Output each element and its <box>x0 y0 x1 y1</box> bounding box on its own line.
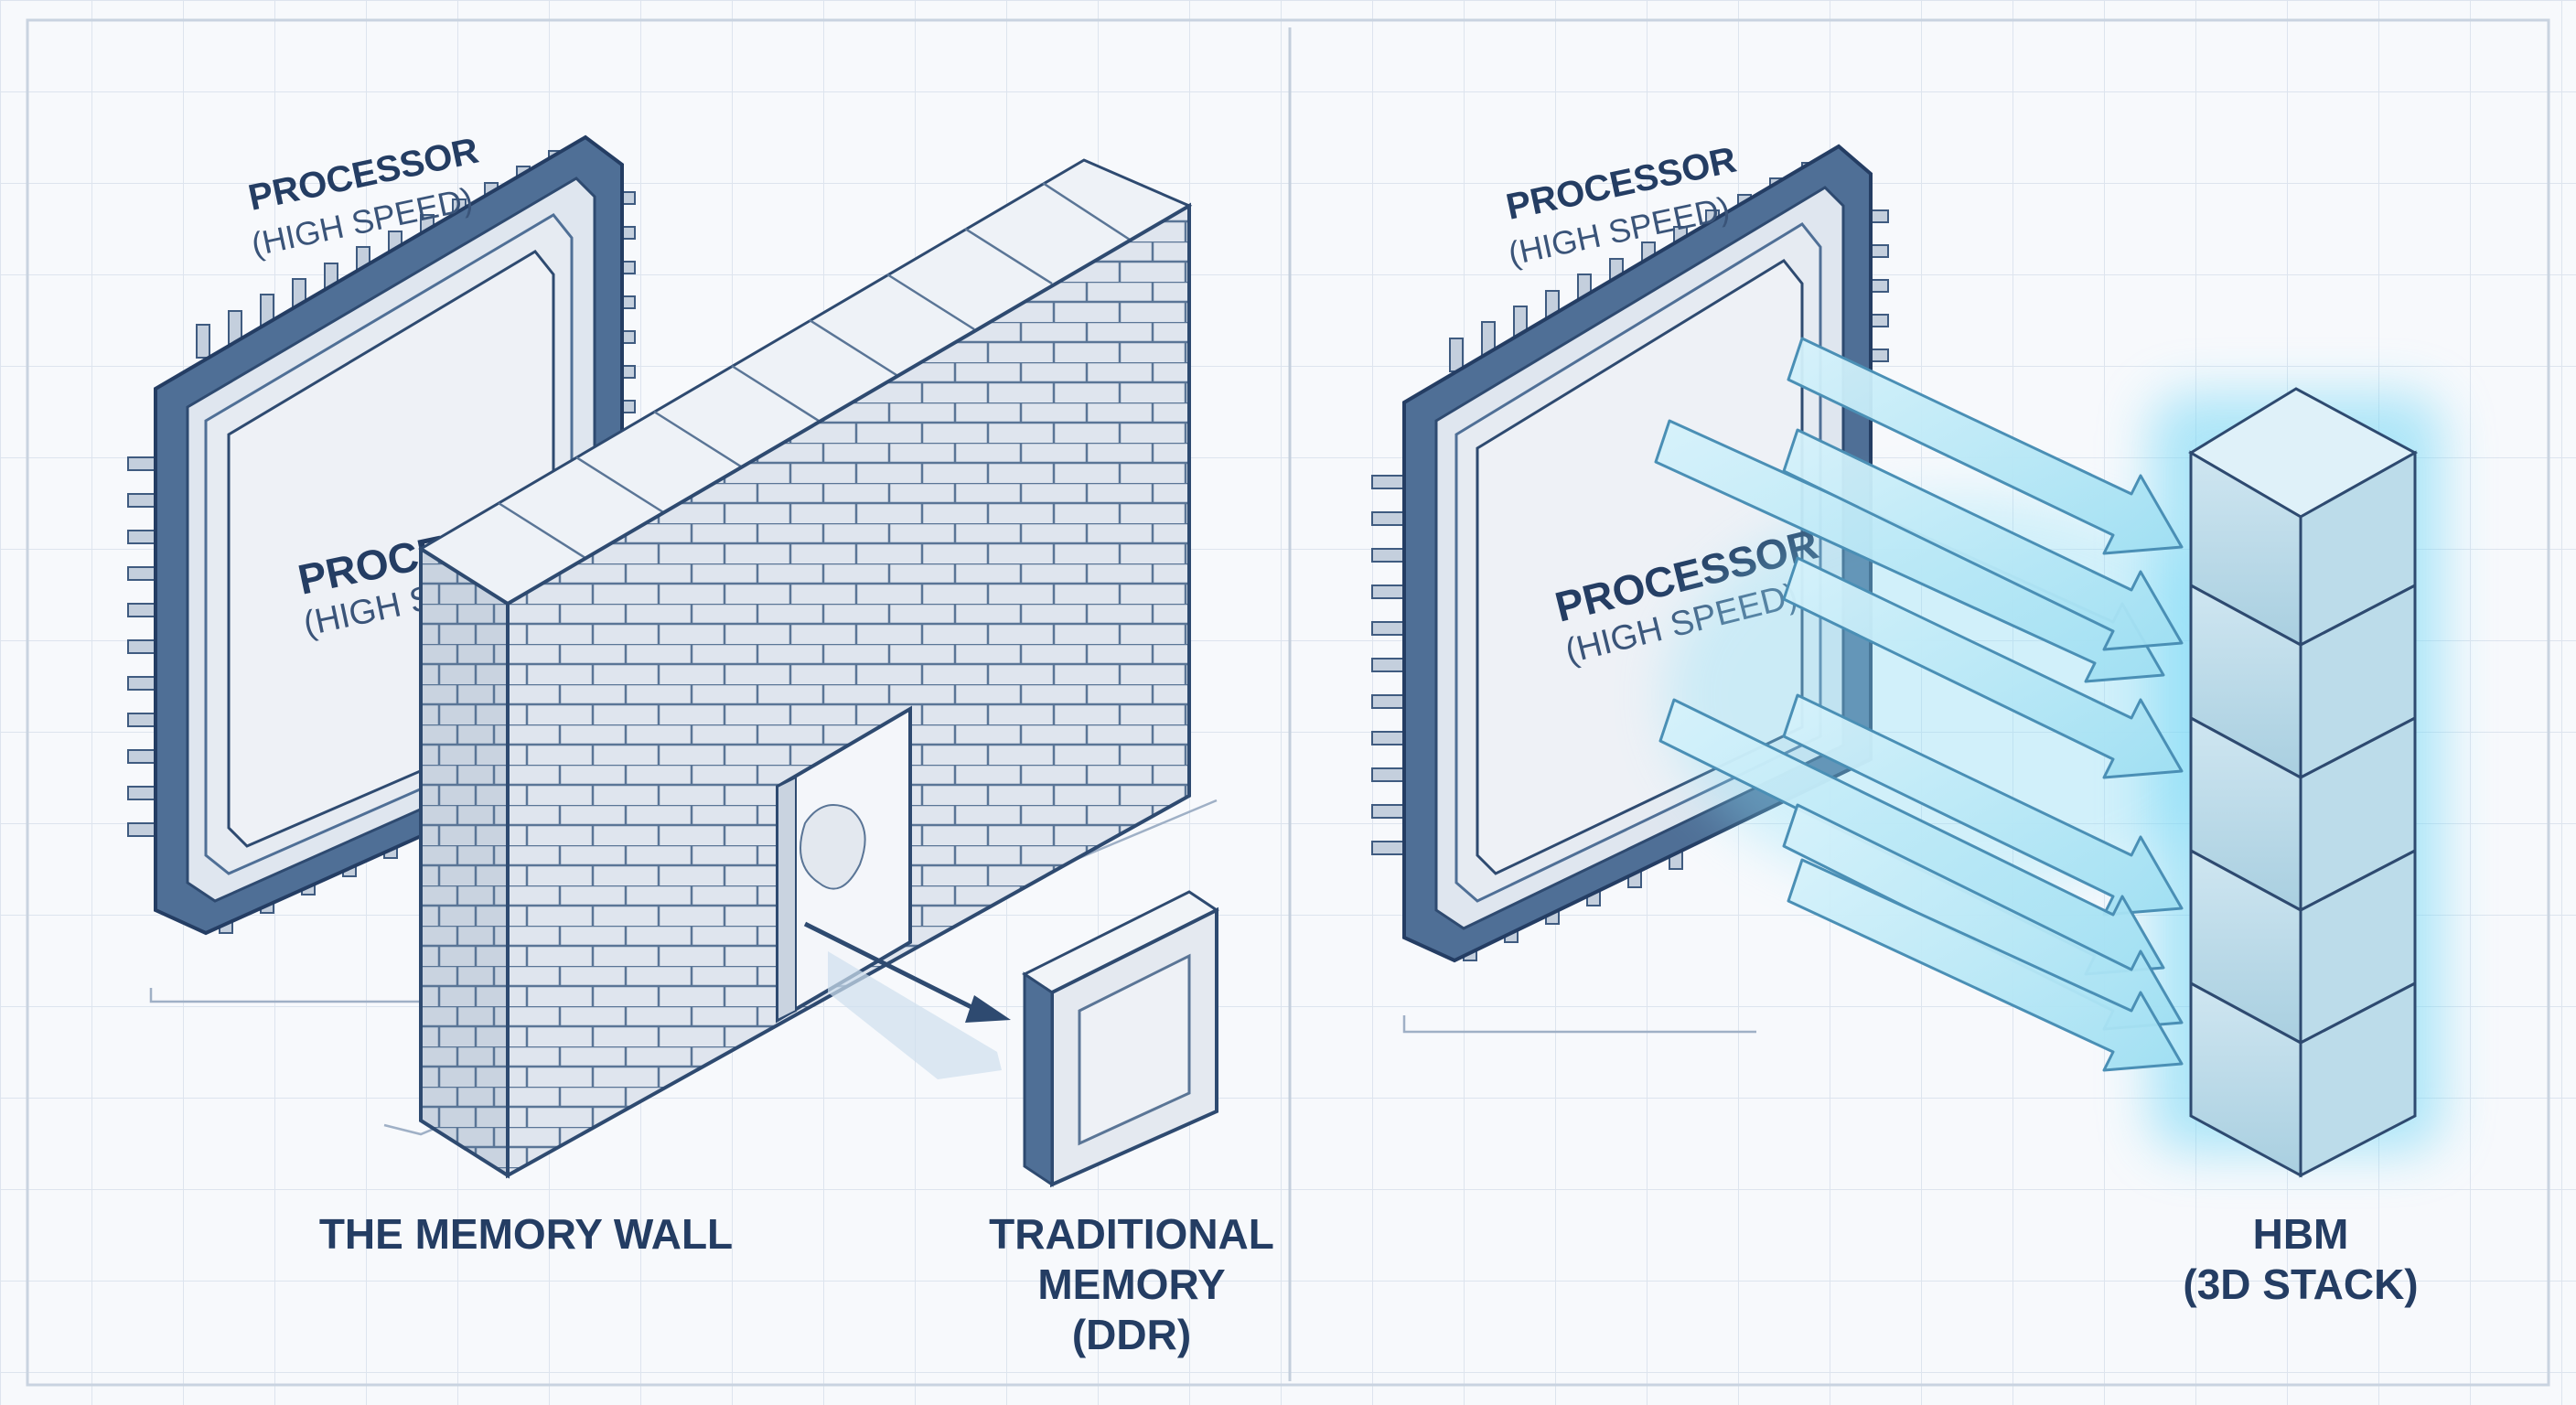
arrow-shadow <box>828 951 1002 1079</box>
stack-layer <box>2189 715 2417 913</box>
floor-guide-right <box>1402 1015 1756 1034</box>
hbm-bandwidth-arrows <box>1654 337 2184 1072</box>
memory-wall-label: THE MEMORY WALL <box>319 1210 733 1258</box>
ddr-side <box>1023 971 1054 1187</box>
stack-layer <box>2189 981 2417 1178</box>
hbm-label-line1: HBM <box>2253 1210 2349 1258</box>
chip-pins-left <box>1371 475 1406 855</box>
hbm-arrow-4 <box>1782 556 2184 779</box>
ddr-memory-module <box>1022 890 1219 1188</box>
hbm-arrow-3 <box>1782 428 2184 651</box>
hbm-arrow-1 <box>1787 337 2184 555</box>
ddr-face-inset <box>1078 953 1191 1146</box>
stack-layer <box>2189 848 2417 1046</box>
hbm-arrow-5 <box>1782 693 2184 917</box>
right-panel: PROCESSOR (HIGH SPEED) PROCESSOR (HIGH S… <box>1371 140 2442 1308</box>
ddr-label-line2: MEMORY <box>1037 1260 1225 1308</box>
doorway-frame <box>777 776 797 1022</box>
chip-pins-left <box>127 456 162 837</box>
wall-top-bricks <box>498 181 1131 560</box>
outer-frame <box>26 18 2550 1387</box>
ddr-label-line1: TRADITIONAL <box>989 1210 1274 1258</box>
doorway-rubble <box>800 804 866 890</box>
wall-side <box>419 545 510 1179</box>
arrow-head <box>965 995 1011 1023</box>
ddr-label-line3: (DDR) <box>1072 1311 1191 1358</box>
hbm-label-line2: (3D STACK) <box>2183 1260 2418 1308</box>
hbm-3d-stack <box>2188 387 2419 1178</box>
stack-layer <box>2189 583 2417 780</box>
memory-wall <box>418 158 1193 1179</box>
stack-layer <box>2189 450 2417 648</box>
arrow-wall-to-ddr <box>803 921 981 1014</box>
left-panel: PROCESSOR (HIGH SPEED) PROCESSOR (HIGH S… <box>127 131 1274 1358</box>
hbm-arrow-8 <box>1787 858 2184 1072</box>
